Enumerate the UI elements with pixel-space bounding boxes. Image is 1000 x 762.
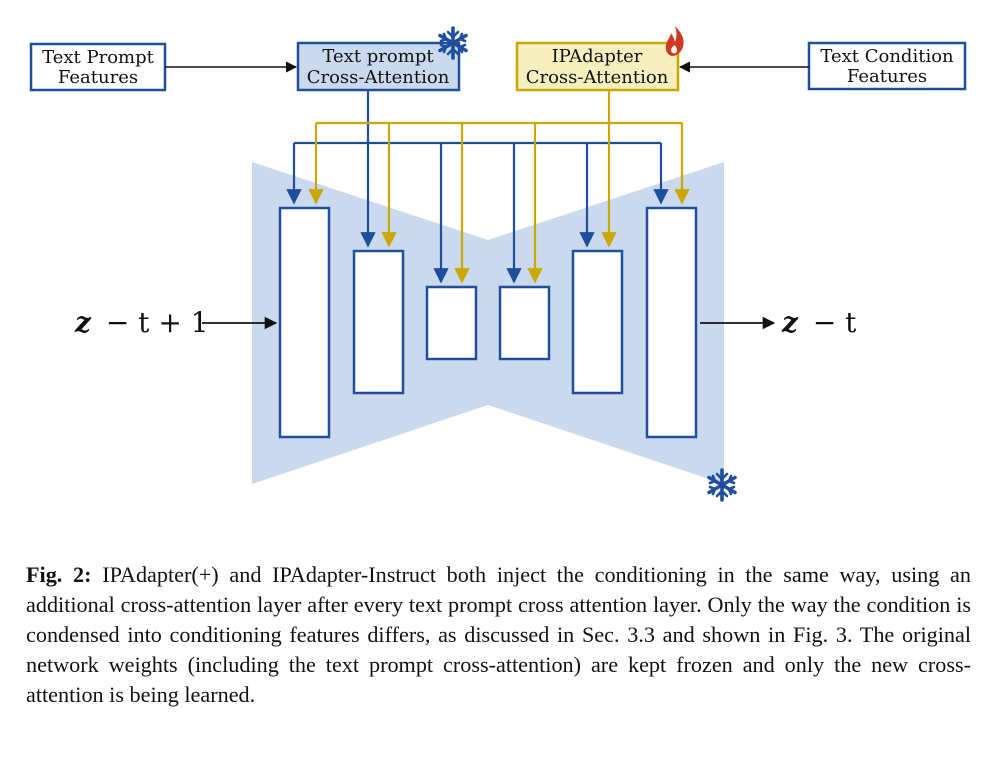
text-condition-features-line2: Features bbox=[847, 66, 927, 87]
unet-block-2 bbox=[352, 249, 405, 395]
text-prompt-cross-attention-line2: Cross-Attention bbox=[307, 67, 450, 88]
text-prompt-cross-attention-line1: Text prompt bbox=[322, 46, 434, 67]
unet-block-1 bbox=[278, 206, 331, 439]
unet-block-4 bbox=[498, 285, 551, 361]
input-label: z − t + 1 bbox=[74, 306, 209, 339]
unet-block-3 bbox=[425, 285, 478, 361]
ipadapter-cross-attention-line2: Cross-Attention bbox=[526, 67, 669, 88]
output-label-z: z bbox=[781, 306, 799, 339]
snowflake-icon bbox=[438, 26, 468, 60]
output-label-rest: − t bbox=[813, 306, 857, 339]
text-condition-features-box: Text Condition Features bbox=[807, 41, 967, 91]
caption-text: IPAdapter(+) and IPAdapter-Instruct both… bbox=[26, 562, 972, 707]
caption-label: Fig. 2: bbox=[26, 562, 92, 587]
text-prompt-features-line1: Text Prompt bbox=[42, 47, 155, 68]
snowflake-icon bbox=[707, 468, 737, 502]
text-prompt-connections bbox=[286, 90, 669, 284]
input-label-z: z bbox=[74, 306, 92, 339]
ipadapter-connections bbox=[308, 90, 690, 284]
ipadapter-cross-attention-box: IPAdapter Cross-Attention bbox=[515, 41, 680, 92]
text-prompt-features-box: Text Prompt Features bbox=[29, 42, 167, 92]
output-label: z − t bbox=[781, 306, 857, 339]
figure-caption: Fig. 2: IPAdapter(+) and IPAdapter-Instr… bbox=[26, 560, 971, 710]
unet-block-5 bbox=[571, 249, 624, 395]
text-prompt-cross-attention-box: Text prompt Cross-Attention bbox=[296, 41, 461, 92]
text-prompt-features-line2: Features bbox=[58, 67, 138, 88]
architecture-diagram: Text Prompt Features Text prompt Cross-A… bbox=[29, 26, 967, 502]
text-condition-features-line1: Text Condition bbox=[820, 46, 954, 67]
ipadapter-cross-attention-line1: IPAdapter bbox=[552, 46, 643, 67]
flame-icon bbox=[665, 26, 684, 56]
unet-block-6 bbox=[645, 206, 698, 439]
input-label-rest: − t + 1 bbox=[106, 306, 209, 339]
